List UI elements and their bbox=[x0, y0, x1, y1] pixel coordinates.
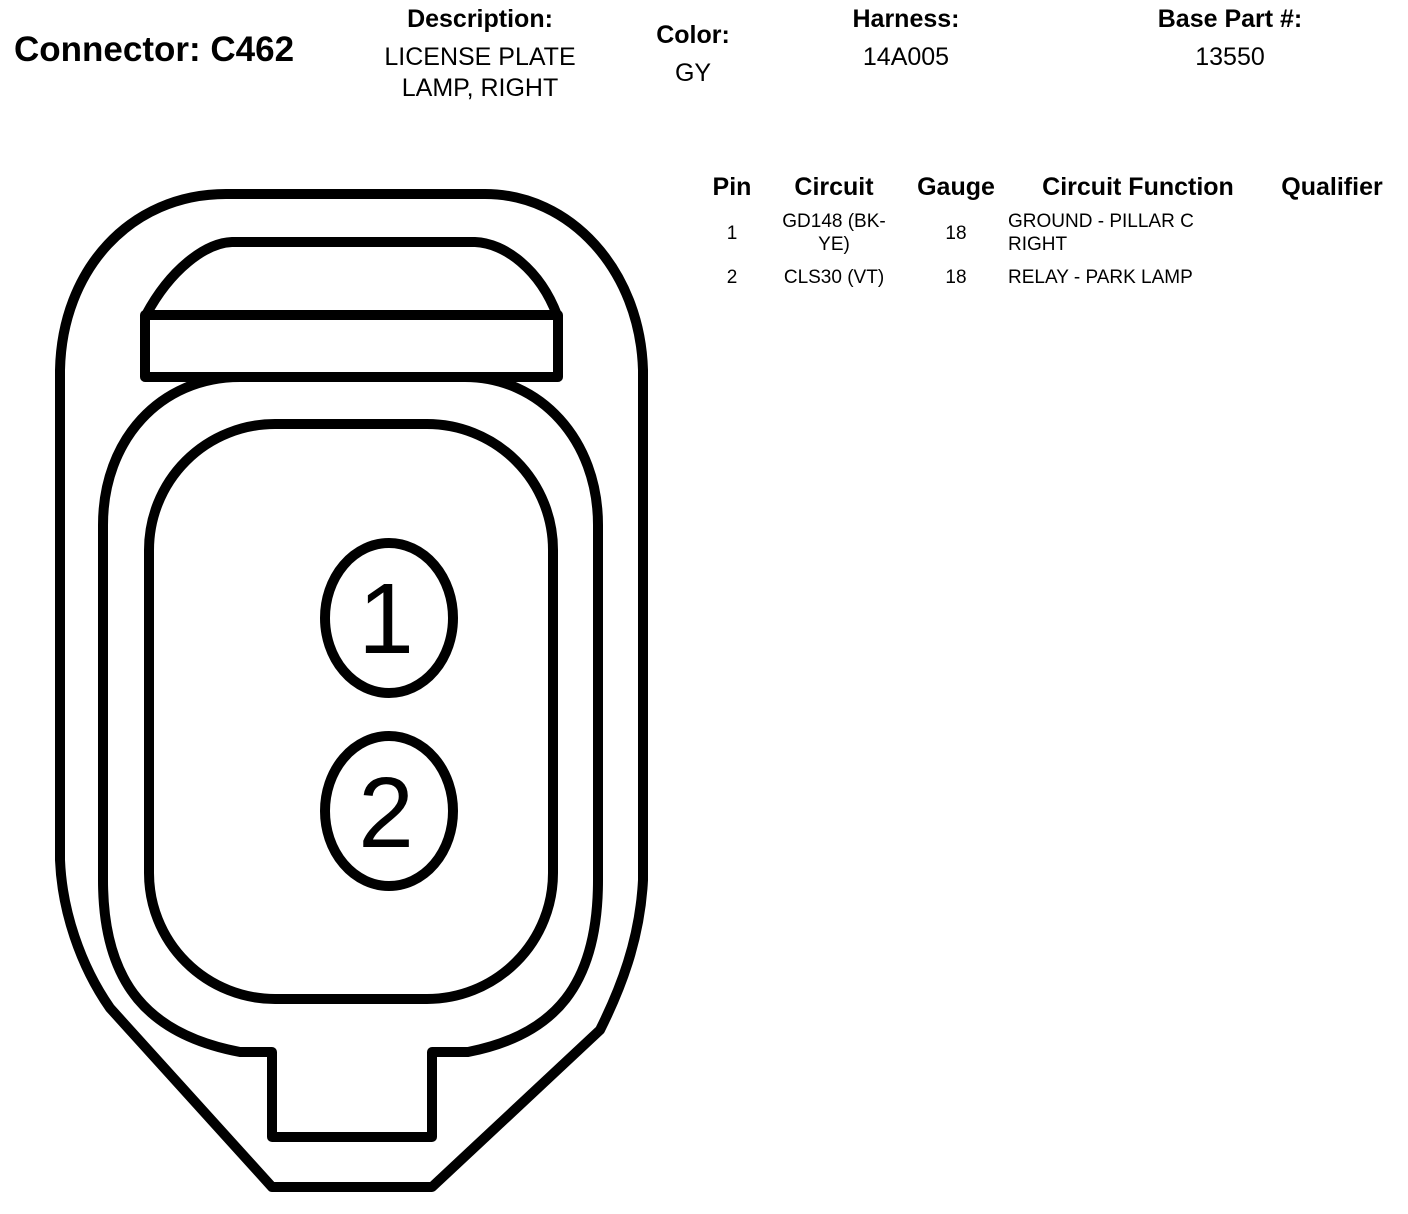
pin-2-circle bbox=[320, 731, 458, 891]
column-header-gauge: Gauge bbox=[917, 173, 995, 201]
connector-middle-ring bbox=[98, 372, 603, 1142]
base-part-label: Base Part #: bbox=[1157, 5, 1303, 33]
connector-face-diagram: 1 2 bbox=[55, 189, 648, 1192]
connector-outer-housing bbox=[55, 189, 648, 1192]
row-1-gauge: 18 bbox=[945, 223, 967, 244]
description-label: Description: bbox=[407, 5, 553, 33]
row-2-function: RELAY - PARK LAMP bbox=[1008, 267, 1193, 288]
row-1-circuit: GD148 (BK-YE) bbox=[782, 211, 886, 255]
description-value: LICENSE PLATE LAMP, RIGHT bbox=[384, 43, 576, 102]
base-part-value: 13550 bbox=[1195, 43, 1265, 71]
row-2-circuit: CLS30 (VT) bbox=[783, 267, 885, 288]
pin-1-circle bbox=[320, 538, 458, 698]
column-header-qualifier: Qualifier bbox=[1281, 173, 1383, 201]
color-value: GY bbox=[674, 59, 712, 87]
latch-bar bbox=[140, 310, 563, 382]
harness-value: 14A005 bbox=[862, 43, 950, 71]
color-label: Color: bbox=[656, 21, 730, 49]
column-header-pin: Pin bbox=[712, 173, 752, 201]
column-header-circuit: Circuit bbox=[794, 173, 874, 201]
row-1-pin: 1 bbox=[726, 223, 738, 244]
connector-title: Connector: C462 bbox=[14, 30, 295, 69]
row-2-pin: 2 bbox=[726, 267, 738, 288]
pin-2-label: 2 bbox=[358, 757, 414, 869]
connector-inner-cavity bbox=[144, 419, 558, 1004]
row-1-function: GROUND - PILLAR C RIGHT bbox=[1008, 211, 1194, 255]
column-header-circuit-function: Circuit Function bbox=[1042, 173, 1234, 201]
pin-1-label: 1 bbox=[358, 563, 414, 675]
latch-dome bbox=[141, 237, 562, 320]
row-2-gauge: 18 bbox=[945, 267, 967, 288]
harness-label: Harness: bbox=[852, 5, 960, 33]
